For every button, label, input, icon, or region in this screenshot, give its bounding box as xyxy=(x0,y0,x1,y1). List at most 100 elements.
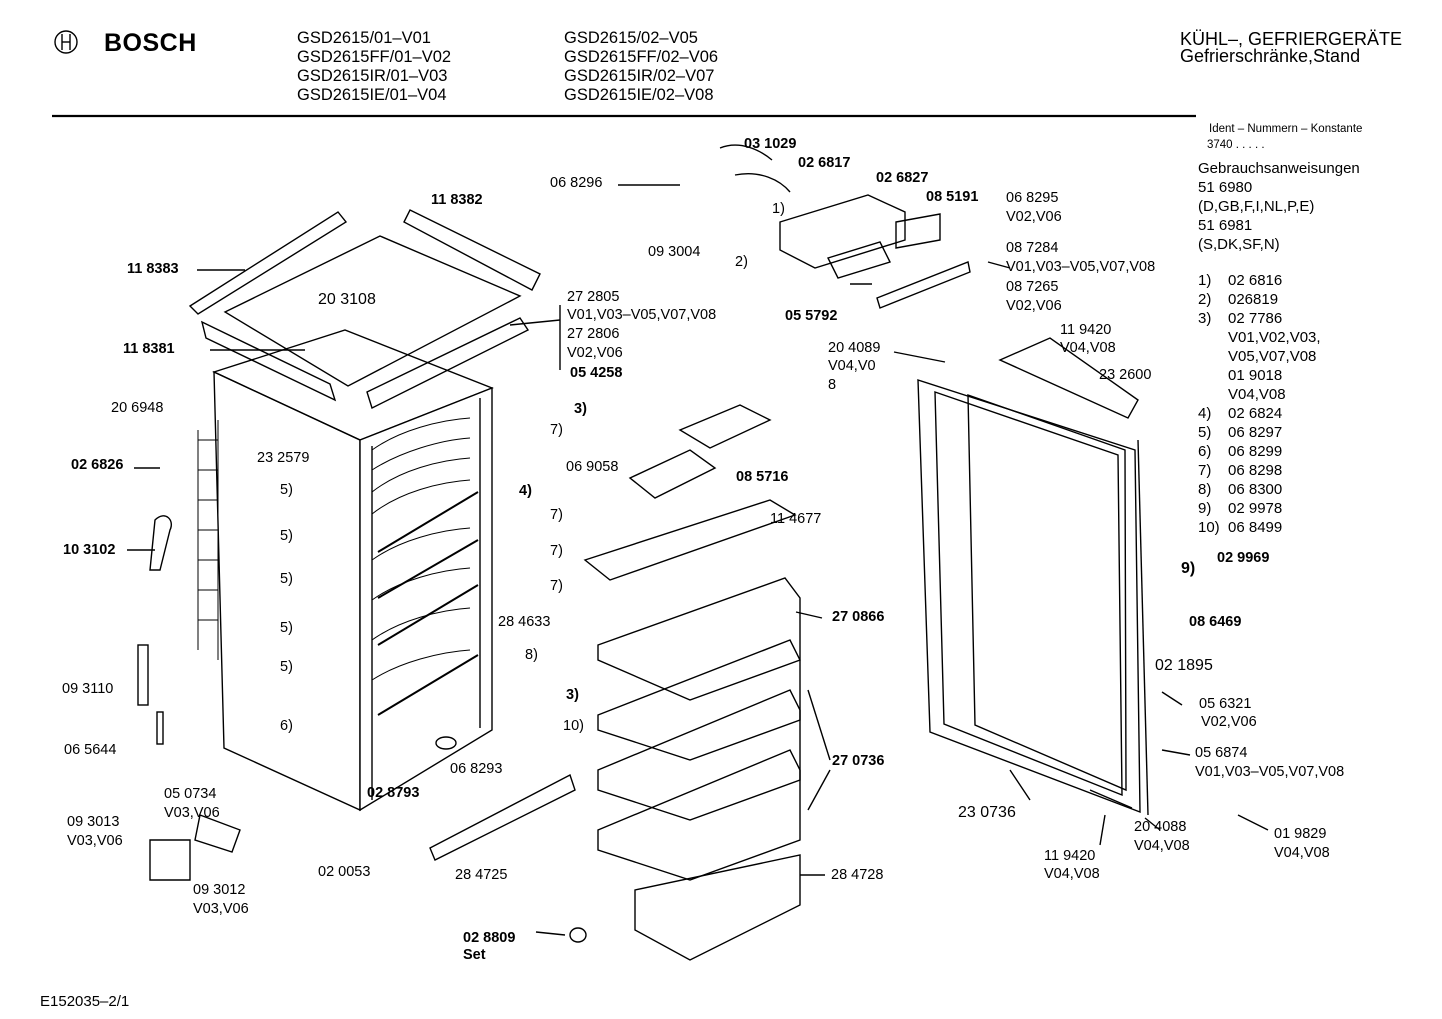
part-label: 09 3013 xyxy=(67,814,120,830)
legend-row: 5) 06 8297 xyxy=(1198,423,1321,442)
legend-key: 1) xyxy=(1198,272,1212,289)
part-label: 11 9420 xyxy=(1060,322,1112,338)
part-label: 02 6827 xyxy=(876,170,929,186)
ident-title: Ident – Nummern – Konstante xyxy=(1209,123,1363,135)
part-label: V01,V03–V05,V07,V08 xyxy=(567,307,717,323)
legend-value: 06 8298 xyxy=(1228,462,1283,479)
legend-value: V04,V08 xyxy=(1228,386,1286,403)
part-label: V03,V06 xyxy=(193,901,249,917)
legend-row: 6) 06 8299 xyxy=(1198,442,1321,461)
part-label: 6) xyxy=(280,718,293,734)
part-label: 08 6469 xyxy=(1189,614,1242,630)
subcategory-line: Gefrierschränke,Stand xyxy=(1180,46,1361,66)
part-label: 10 3102 xyxy=(63,542,116,558)
legend-value: V05,V07,V08 xyxy=(1228,348,1317,365)
ident-value: 3740 . . . . . xyxy=(1207,139,1265,151)
part-label: 02 9969 xyxy=(1217,550,1270,566)
legend-key: 3) xyxy=(1198,310,1212,327)
part-label: 27 2805 xyxy=(567,289,620,305)
legend-row-cont: V01,V02,V03, xyxy=(1198,328,1321,347)
legend-row: 4)02 6824 xyxy=(1198,404,1321,423)
part-label: 05 6321 xyxy=(1199,696,1252,712)
part-label: V04,V08 xyxy=(1060,340,1116,356)
legend-row: 1)02 6816 xyxy=(1198,271,1321,290)
part-label: 05 4258 xyxy=(570,365,623,381)
legend-key: 7) xyxy=(1198,462,1212,479)
part-label: V02,V06 xyxy=(1201,714,1257,730)
part-label: V02,V06 xyxy=(1006,298,1062,314)
legend-row: 10) 06 8499 xyxy=(1198,518,1321,537)
model-line: GSD2615/01–V01 xyxy=(297,29,431,47)
part-label: 02 6817 xyxy=(798,155,851,171)
part-label: 5) xyxy=(280,482,293,498)
model-line: GSD2615FF/02–V06 xyxy=(564,48,719,66)
legend-key: 5) xyxy=(1198,424,1212,441)
manual-line: (D,GB,F,I,NL,P,E) xyxy=(1198,198,1315,215)
part-label: V01,V03–V05,V07,V08 xyxy=(1195,764,1345,780)
part-label: 7) xyxy=(550,578,563,594)
part-label: 23 0736 xyxy=(958,804,1016,821)
manual-line: (S,DK,SF,N) xyxy=(1198,236,1280,253)
part-label: 27 0736 xyxy=(832,753,885,769)
part-label: V01,V03–V05,V07,V08 xyxy=(1006,259,1156,275)
part-label: 02 1895 xyxy=(1155,657,1213,674)
part-label: 06 9058 xyxy=(566,459,619,475)
category-title: KÜHL–, GEFRIERGERÄTE Gefrierschränke,Sta… xyxy=(1180,30,1402,66)
part-label: 27 2806 xyxy=(567,326,620,342)
part-label: 06 8296 xyxy=(550,175,603,191)
legend-key: 4) xyxy=(1198,405,1212,422)
part-label: 28 4633 xyxy=(498,614,551,630)
part-label: 7) xyxy=(550,507,563,523)
part-label: 06 8295 xyxy=(1006,190,1059,206)
part-label: 06 8293 xyxy=(450,761,503,777)
legend-row: 2)026819 xyxy=(1198,290,1321,309)
part-label: 3) xyxy=(574,401,587,417)
part-label: 02 8809 xyxy=(463,930,516,946)
part-label: 20 4089 xyxy=(828,340,881,356)
part-label: 23 2579 xyxy=(257,450,310,466)
part-label: 05 6874 xyxy=(1195,745,1248,761)
legend-row-cont: 01 9018 xyxy=(1198,366,1321,385)
part-label: 2) xyxy=(735,254,748,270)
part-label: 05 5792 xyxy=(785,308,838,324)
part-label: 08 5716 xyxy=(736,469,789,485)
part-label: 08 7284 xyxy=(1006,240,1059,256)
manuals-title: Gebrauchsanweisungen xyxy=(1198,160,1360,177)
part-label: 4) xyxy=(519,483,532,499)
legend-key: 10) xyxy=(1198,519,1220,536)
footnote-legend: 1)02 6816 2)026819 3)02 7786 V01,V02,V03… xyxy=(1198,271,1321,537)
part-label: 3) xyxy=(566,687,579,703)
part-label: V02,V06 xyxy=(567,345,623,361)
part-label: 03 1029 xyxy=(744,136,797,152)
model-list-1: GSD2615/01–V01 GSD2615FF/01–V02 GSD2615I… xyxy=(297,29,451,105)
legend-value: 06 8499 xyxy=(1228,519,1283,536)
model-line: GSD2615IE/01–V04 xyxy=(297,86,447,104)
legend-key: 8) xyxy=(1198,481,1212,498)
part-label: 10) xyxy=(563,718,584,734)
part-label: 28 4728 xyxy=(831,867,884,883)
legend-value: 06 8297 xyxy=(1228,424,1283,441)
part-label: 11 9420 xyxy=(1044,848,1096,864)
legend-value: 06 8299 xyxy=(1228,443,1283,460)
legend-key: 6) xyxy=(1198,443,1212,460)
part-label: 08 7265 xyxy=(1006,279,1059,295)
drawing-code: E152035–2/1 xyxy=(40,993,130,1010)
part-label: 08 5191 xyxy=(926,189,979,205)
part-label: 02 8793 xyxy=(367,785,420,801)
manuals-block: Gebrauchsanweisungen 51 6980 (D,GB,F,I,N… xyxy=(1198,159,1360,254)
part-label: 11 8381 xyxy=(123,341,175,357)
part-label: 01 9829 xyxy=(1274,826,1327,842)
part-label: V02,V06 xyxy=(1006,209,1062,225)
legend-row-cont: V05,V07,V08 xyxy=(1198,347,1321,366)
legend-row: 7) 06 8298 xyxy=(1198,461,1321,480)
legend-row: 8)06 8300 xyxy=(1198,480,1321,499)
part-label: 7) xyxy=(550,422,563,438)
part-label: V04,V0 xyxy=(828,358,876,374)
part-label: 02 0053 xyxy=(318,864,371,880)
legend-key: 2) xyxy=(1198,291,1212,308)
part-label: V04,V08 xyxy=(1274,845,1330,861)
part-label: 9) xyxy=(1181,560,1196,577)
part-label: V04,V08 xyxy=(1044,866,1100,882)
part-label: 8) xyxy=(525,647,538,663)
